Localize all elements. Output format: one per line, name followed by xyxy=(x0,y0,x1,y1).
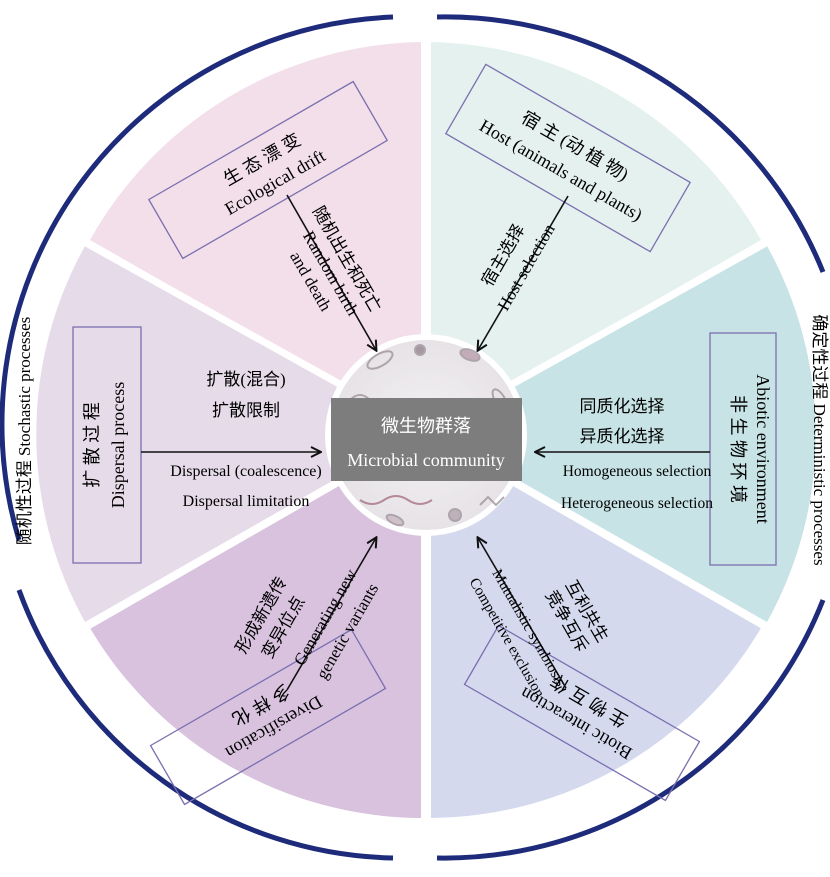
center-label-cn: 微生物群落 xyxy=(381,416,471,436)
abiotic-proc-en-2: Heterogeneous selection xyxy=(561,495,713,512)
abiotic-proc-cn-1: 同质化选择 xyxy=(580,397,665,416)
biotic-arrow xyxy=(478,538,567,689)
dispersal-process-box xyxy=(72,326,142,564)
dispersal-proc-cn-2: 扩散限制 xyxy=(212,401,280,420)
sector-host xyxy=(431,42,761,429)
dispersal-process-box-cn: 扩 散 过 程 xyxy=(82,402,102,488)
abiotic-environment-box xyxy=(709,332,777,566)
outer-ring-right-arc xyxy=(436,14,826,273)
center-label-box xyxy=(331,398,522,481)
abiotic-environment-box-cn: 非 生 物 环 境 xyxy=(728,395,748,503)
abiotic-proc-en-1: Homogeneous selection xyxy=(563,463,712,480)
sector-abiotic-environment xyxy=(434,246,816,622)
center-label-en: Microbial community xyxy=(347,450,504,470)
deterministic-processes-label: 确定性过程 Deterministic processes xyxy=(810,314,829,565)
drift-arrow xyxy=(286,194,376,350)
dispersal-process-box-en: Dispersal process xyxy=(108,382,128,508)
abiotic-environment-box-en: Abiotic environment xyxy=(753,374,773,523)
dispersal-proc-en-2: Dispersal limitation xyxy=(183,493,310,510)
sector-biotic-interaction xyxy=(431,436,761,818)
abiotic-proc-cn-2: 异质化选择 xyxy=(580,427,665,446)
outer-ring-left-arc-lower xyxy=(16,589,394,861)
sector-ecological-drift xyxy=(90,42,421,429)
outer-ring-right-arc-lower xyxy=(436,599,826,861)
diversification-arrow xyxy=(286,538,376,691)
dispersal-proc-cn-1: 扩散(混合) xyxy=(206,370,285,389)
outer-ring-left-arc xyxy=(0,14,394,541)
dispersal-proc-en-1: Dispersal (coalescence) xyxy=(170,463,321,480)
sector-diversification xyxy=(90,436,421,818)
host-arrow xyxy=(478,195,569,350)
sector-dispersal-process xyxy=(36,246,419,622)
stochastic-processes-label: 随机性过程 Stochastic processes xyxy=(15,317,34,546)
